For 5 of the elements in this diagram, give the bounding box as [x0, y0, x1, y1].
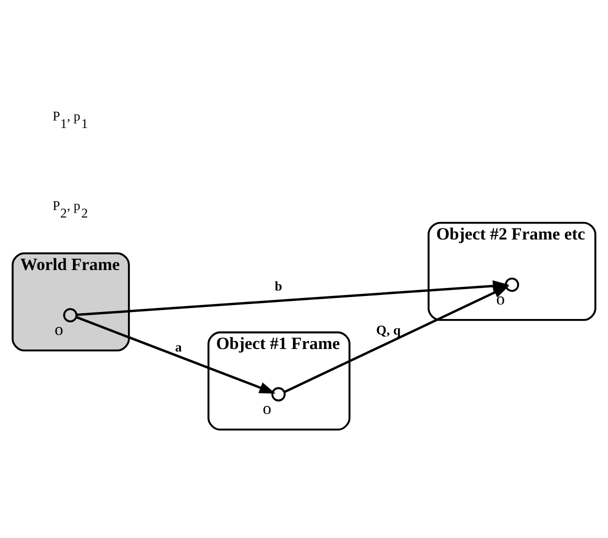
node-label: o [262, 399, 272, 418]
node-label: o [496, 290, 505, 309]
edge-label: a [175, 340, 182, 355]
node-label: o [54, 320, 64, 340]
edge-label: b [274, 278, 282, 294]
